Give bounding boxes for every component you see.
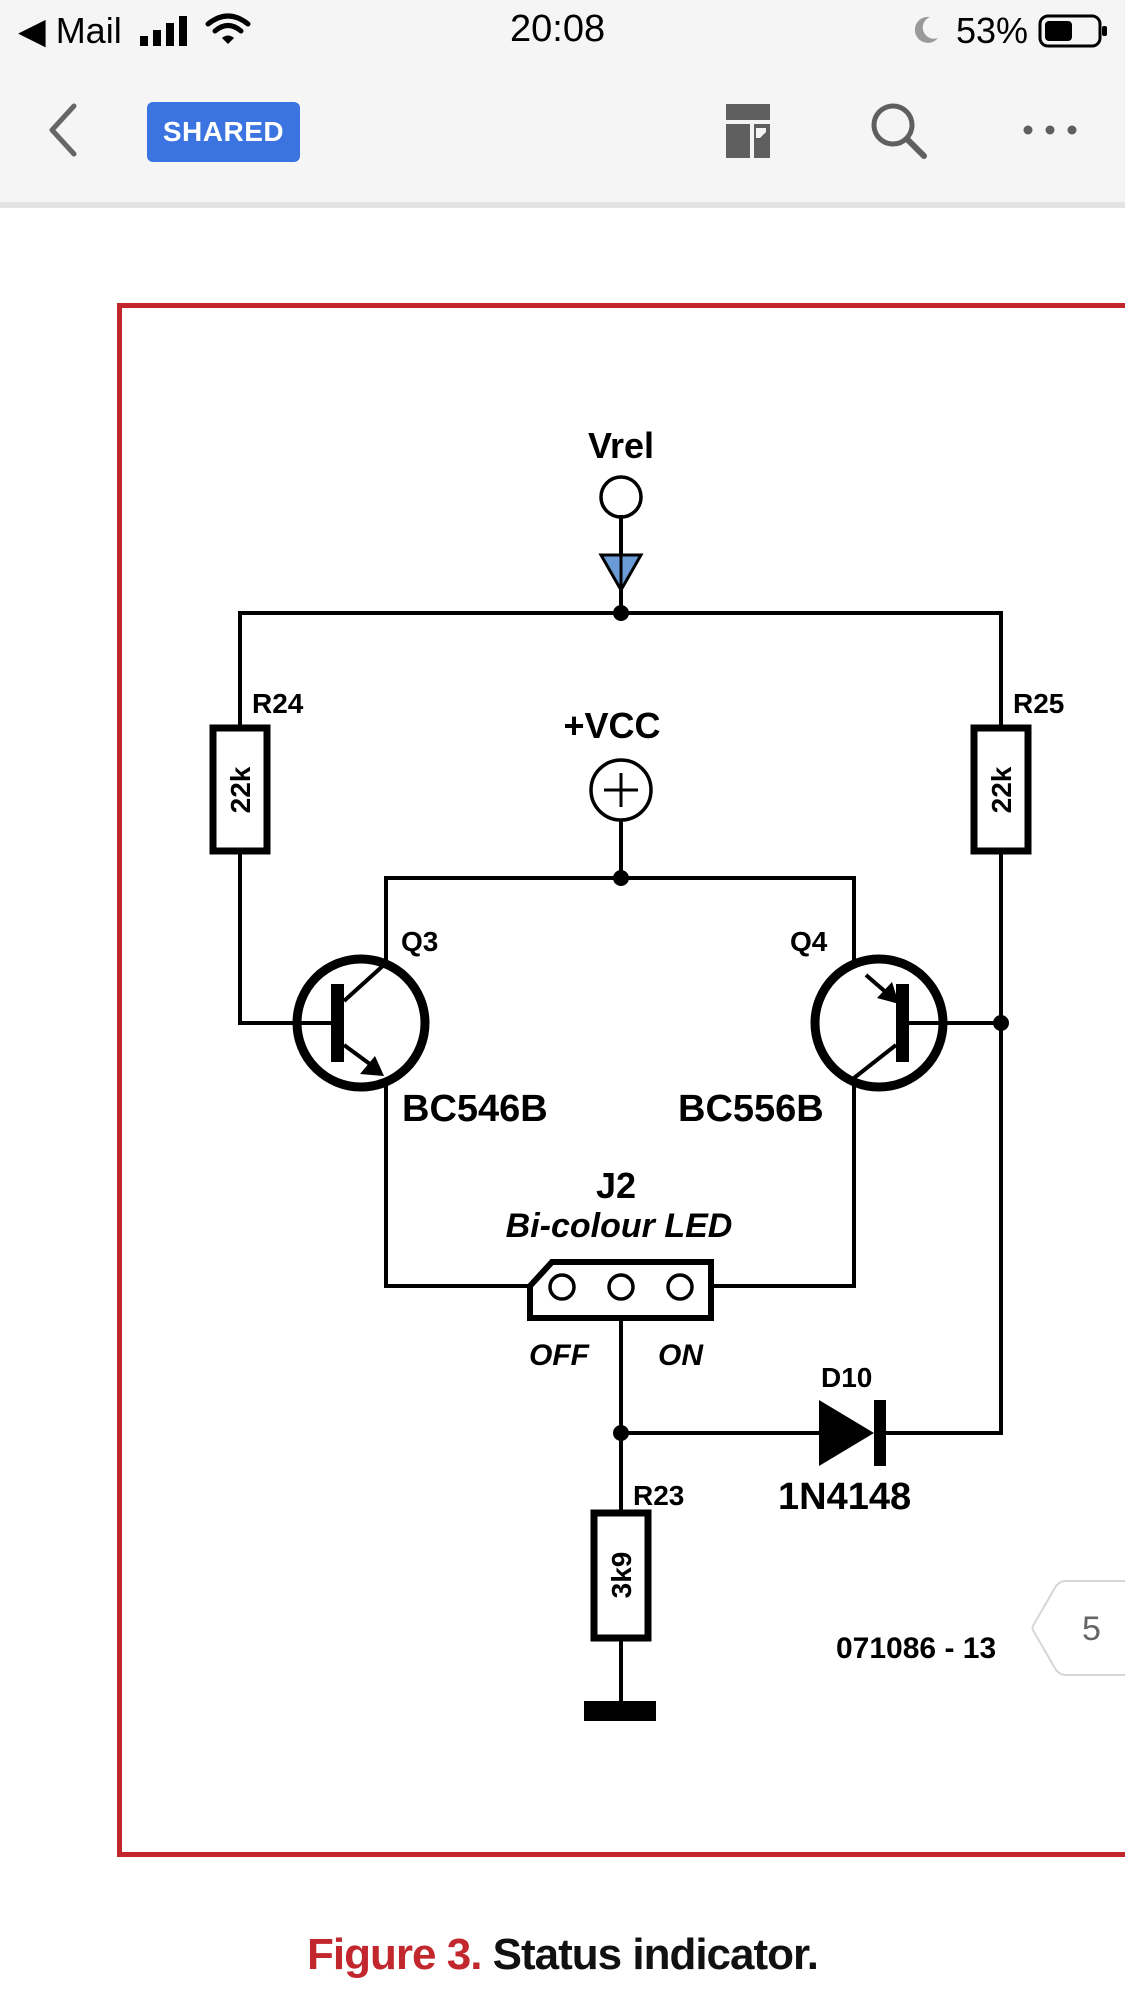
figure-code: 071086 - 13 xyxy=(836,1632,996,1665)
caption-figure-number: Figure 3. xyxy=(307,1930,482,1979)
r25-resistor xyxy=(970,724,1032,855)
r23-name: R23 xyxy=(633,1480,684,1511)
moon-icon xyxy=(910,14,940,51)
q4-transistor xyxy=(810,954,948,1092)
ground-symbol xyxy=(584,1701,656,1721)
r24-resistor xyxy=(209,724,271,855)
vcc-label: +VCC xyxy=(563,705,660,746)
d10-name: D10 xyxy=(821,1362,872,1393)
wifi-icon xyxy=(205,12,251,51)
on-label: ON xyxy=(658,1339,704,1372)
document-page: Vrel +VCC R24 R25 R23 22k 22k 3k9 Q3 BC5… xyxy=(0,208,1125,2001)
signal-icon xyxy=(140,14,192,51)
page-number: 5 xyxy=(1082,1610,1101,1648)
back-button[interactable] xyxy=(40,100,90,160)
search-button[interactable] xyxy=(866,98,932,164)
caption-text: Status indicator. xyxy=(492,1930,819,1979)
r23-value: 3k9 xyxy=(606,1552,637,1599)
vcc-symbol xyxy=(589,758,653,822)
search-icon xyxy=(871,103,927,159)
figure-caption: Figure 3. Status indicator. xyxy=(0,1930,1125,1980)
reader-button[interactable] xyxy=(720,98,776,164)
figure-frame xyxy=(117,303,1125,1857)
battery-percent: 53% xyxy=(956,10,1029,51)
q4-name: Q4 xyxy=(790,926,828,957)
r25-value: 22k xyxy=(986,766,1017,813)
vrel-terminal xyxy=(599,475,643,519)
q4-part: BC556B xyxy=(678,1088,824,1130)
battery-icon xyxy=(1038,14,1110,53)
shared-button[interactable]: SHARED xyxy=(147,102,300,162)
d10-diode xyxy=(819,1400,886,1466)
j2-description: Bi-colour LED xyxy=(506,1207,733,1245)
vrel-label: Vrel xyxy=(588,425,654,466)
circuit-schematic: Vrel +VCC R24 R25 R23 22k 22k 3k9 Q3 BC5… xyxy=(209,425,1064,1721)
clock: 20:08 xyxy=(510,8,606,50)
off-label: OFF xyxy=(529,1339,590,1372)
q3-transistor xyxy=(292,954,430,1092)
r24-name: R24 xyxy=(252,688,304,719)
r24-value: 22k xyxy=(225,766,256,813)
back-to-mail-link[interactable]: ◀ Mail xyxy=(18,10,122,51)
more-button[interactable] xyxy=(1015,110,1085,150)
q3-part: BC546B xyxy=(402,1088,548,1130)
page-indicator-tab[interactable] xyxy=(1030,1580,1125,1676)
more-icon xyxy=(1023,125,1077,135)
q3-name: Q3 xyxy=(401,926,438,957)
j2-connector xyxy=(527,1259,714,1321)
status-bar: ◀ Mail 20:08 53% xyxy=(0,0,1125,62)
r23-resistor xyxy=(590,1509,652,1642)
r25-name: R25 xyxy=(1013,688,1064,719)
toolbar: SHARED xyxy=(0,62,1125,208)
chevron-left-icon xyxy=(49,103,77,157)
d10-part: 1N4148 xyxy=(778,1476,911,1518)
j2-name: J2 xyxy=(596,1165,636,1206)
document-icon xyxy=(726,104,770,158)
